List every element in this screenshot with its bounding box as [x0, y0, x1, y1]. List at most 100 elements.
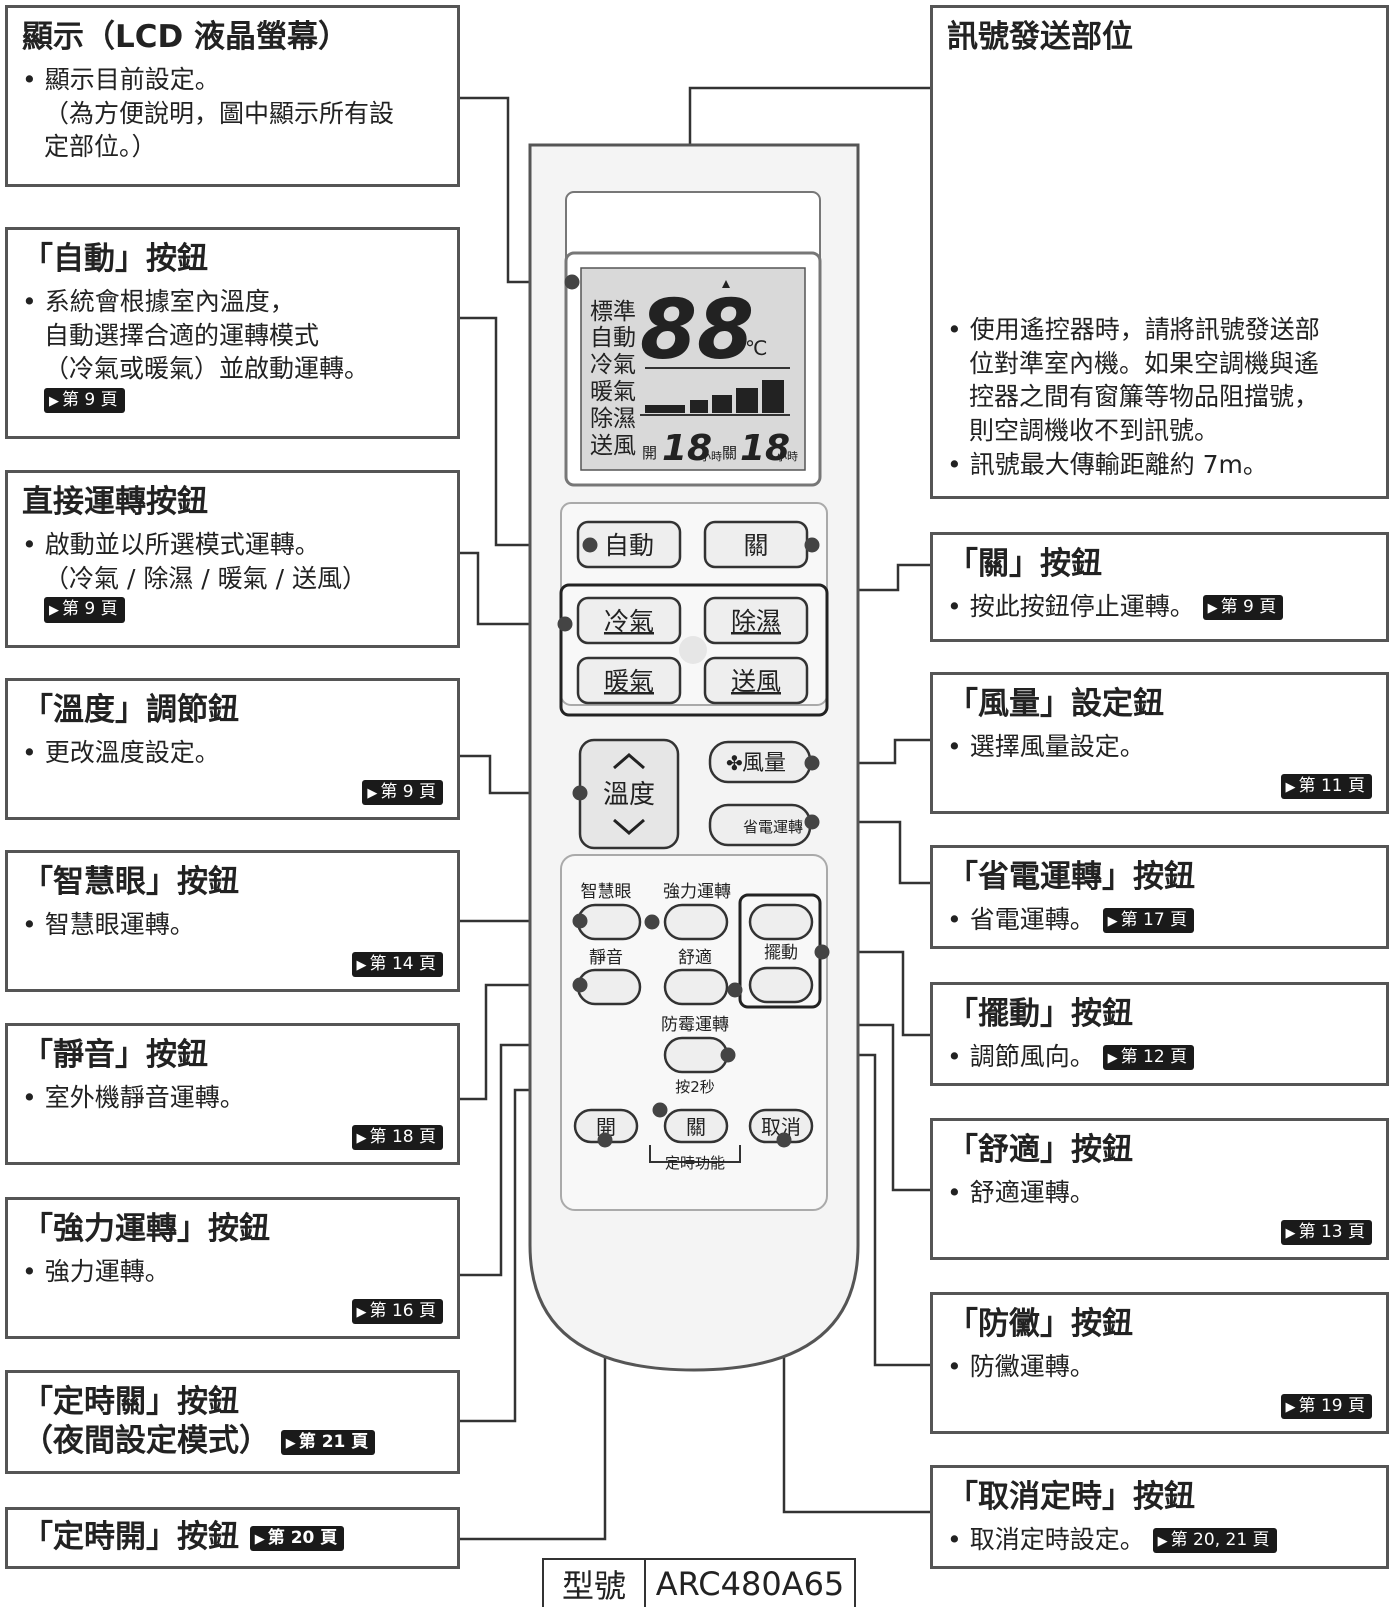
direct-page-ref[interactable]: 第 9 頁 [44, 597, 125, 623]
cancel-callout: 「取消定時」按鈕 • 取消定時設定。 第 20, 21 頁 [930, 1465, 1389, 1569]
signal-line-5: • 訊號最大傳輸距離約 7m。 [947, 449, 1268, 479]
connector-dot [814, 944, 830, 960]
powerful-callout: 「強力運轉」按鈕 • 強力運轉。 第 16 頁 [5, 1197, 460, 1339]
powerful-page-ref[interactable]: 第 16 頁 [351, 1298, 443, 1324]
dry-button[interactable]: 除濕 [703, 596, 809, 645]
connector-dot [557, 616, 573, 632]
econo-line: • 省電運轉。 [947, 904, 1095, 934]
cool-button[interactable]: 冷氣 [576, 596, 682, 645]
connector-dot [804, 755, 820, 771]
quiet-label: 靜音 [589, 948, 623, 968]
swing-top-button[interactable] [748, 903, 814, 941]
cancel-timer-button[interactable]: 取消 [748, 1108, 814, 1144]
svg-text:溫度: 溫度 [603, 780, 655, 810]
svg-text:風量: 風量 [742, 751, 786, 776]
mold-button[interactable] [663, 1036, 729, 1074]
chevron-up-icon [613, 753, 645, 770]
display-line-2: （為方便說明，圖中顯示所有設 [44, 98, 395, 128]
signal-callout: 訊號發送部位 • 使用遙控器時，請將訊號發送部 位對準室內機。如果空調機與遙 控… [930, 5, 1389, 499]
temp-callout: 「溫度」調節鈕 • 更改溫度設定。 第 9 頁 [5, 678, 460, 820]
fan-speed-button[interactable]: 風量✤ [708, 740, 812, 784]
signal-line-2: 位對準室內機。如果空調機與遙 [969, 348, 1320, 378]
connector-dot [776, 1132, 792, 1148]
svg-text:冷氣: 冷氣 [604, 607, 654, 636]
swing-callout: 「擺動」按鈕 • 調節風向。 第 12 頁 [930, 982, 1389, 1086]
heat-button[interactable]: 暖氣 [576, 656, 682, 705]
lcd-mode-fan: 送風 [590, 433, 636, 459]
direct-callout: 直接運轉按鈕 • 啟動並以所選模式運轉。 （冷氣 / 除濕 / 暖氣 / 送風）… [5, 470, 460, 648]
mold-label: 防霉運轉 [661, 1015, 729, 1035]
temperature-button[interactable]: 溫度 [578, 738, 680, 850]
powerful-button[interactable] [663, 903, 729, 941]
fan-mode-button[interactable]: 送風 [703, 656, 809, 705]
auto-button[interactable]: 自動 [576, 520, 682, 569]
fan-page-ref[interactable]: 第 11 頁 [1280, 773, 1372, 799]
fan-icon: ✤ [726, 751, 743, 775]
swing-button[interactable] [748, 966, 814, 1004]
quiet-button[interactable] [576, 968, 642, 1006]
connector-dots [557, 274, 830, 1148]
signal-line-4: 則空調機收不到訊號。 [969, 416, 1220, 445]
svg-text:省電運轉: 省電運轉 [743, 818, 803, 836]
powerful-label: 強力運轉 [663, 882, 731, 902]
lcd-mode-cool: 冷氣 [590, 352, 636, 378]
auto-line-1: • 系統會根據室內溫度， [22, 286, 295, 316]
on-timer-title: 「定時開」按鈕 [22, 1519, 239, 1555]
comfort-callout: 「舒適」按鈕 • 舒適運轉。 第 13 頁 [930, 1118, 1389, 1260]
signal-line-3: 控器之間有窗簾等物品阻擋號， [969, 382, 1320, 412]
auto-page-ref[interactable]: 第 9 頁 [44, 388, 125, 414]
quiet-page-ref[interactable]: 第 18 頁 [351, 1124, 443, 1150]
auto-line-2: 自動選擇合適的運轉模式 [44, 320, 320, 350]
timer-function-label: 定時功能 [665, 1154, 725, 1172]
connector-dot [727, 982, 743, 998]
lcd-celsius: ℃ [745, 336, 767, 360]
direct-line-2: （冷氣 / 除濕 / 暖氣 / 送風） [44, 563, 367, 593]
connector-dot [804, 537, 820, 553]
lcd-timer-off-digits: 18 [740, 428, 790, 469]
smart-page-ref[interactable]: 第 14 頁 [351, 951, 443, 977]
mold-callout: 「防黴」按鈕 • 防黴運轉。 第 19 頁 [930, 1292, 1389, 1434]
off-timer-page-ref[interactable]: 第 21 頁 [280, 1429, 376, 1455]
lcd-mode-heat: 暖氣 [590, 379, 636, 405]
svg-text:開: 開 [596, 1115, 616, 1139]
off-timer-button[interactable]: 關 [663, 1108, 729, 1144]
smart-eye-label: 智慧眼 [581, 882, 632, 902]
econo-page-ref[interactable]: 第 17 頁 [1102, 908, 1195, 934]
comfort-line-1: • 舒適運轉。 [947, 1177, 1095, 1207]
mold-page-ref[interactable]: 第 19 頁 [1280, 1393, 1372, 1419]
comfort-page-ref[interactable]: 第 13 頁 [1280, 1219, 1372, 1245]
swing-page-ref[interactable]: 第 12 頁 [1102, 1045, 1195, 1071]
powerful-line-1: • 強力運轉。 [22, 1256, 170, 1286]
lcd-hour-on: 小時 [700, 450, 722, 463]
direct-line-1: • 啟動並以所選模式運轉。 [22, 529, 320, 559]
off-callout: 「關」按鈕 • 按此按鈕停止運轉。 第 9 頁 [930, 532, 1389, 642]
lcd-timer-on: 開 [642, 444, 657, 462]
cancel-page-ref[interactable]: 第 20, 21 頁 [1152, 1528, 1277, 1554]
connector-dot [572, 785, 588, 801]
svg-text:關: 關 [686, 1115, 706, 1139]
on-timer-page-ref[interactable]: 第 20 頁 [249, 1525, 345, 1552]
auto-title: 「自動」按鈕 [22, 241, 208, 277]
connector-dot [804, 814, 820, 830]
lcd-mode-dry: 除濕 [590, 406, 636, 432]
econo-button[interactable]: 省電運轉 [708, 803, 812, 847]
lcd-mode-standard: 標準 [590, 299, 636, 325]
temp-page-ref[interactable]: 第 9 頁 [362, 779, 443, 805]
svg-text:關: 關 [743, 531, 768, 560]
off-timer-callout: 「定時關」按鈕 （夜間設定模式） 第 21 頁 [5, 1370, 460, 1474]
connector-dot [572, 977, 588, 993]
off-title: 「關」按鈕 [947, 546, 1102, 582]
display-line-1: • 顯示目前設定。 [22, 64, 220, 94]
off-page-ref[interactable]: 第 9 頁 [1202, 595, 1284, 621]
on-timer-callout: 「定時開」按鈕 第 20 頁 [5, 1507, 460, 1569]
model-number-table: 型號 ARC480A65 [542, 1558, 856, 1607]
swing-title: 「擺動」按鈕 [947, 996, 1133, 1032]
connector-dot [720, 1047, 736, 1063]
quiet-title: 「靜音」按鈕 [22, 1037, 208, 1073]
temp-title: 「溫度」調節鈕 [22, 692, 239, 728]
off-button[interactable]: 關 [703, 520, 809, 569]
direct-title: 直接運轉按鈕 [22, 484, 208, 520]
comfort-button[interactable] [663, 968, 729, 1006]
mold-line-1: • 防黴運轉。 [947, 1351, 1095, 1381]
